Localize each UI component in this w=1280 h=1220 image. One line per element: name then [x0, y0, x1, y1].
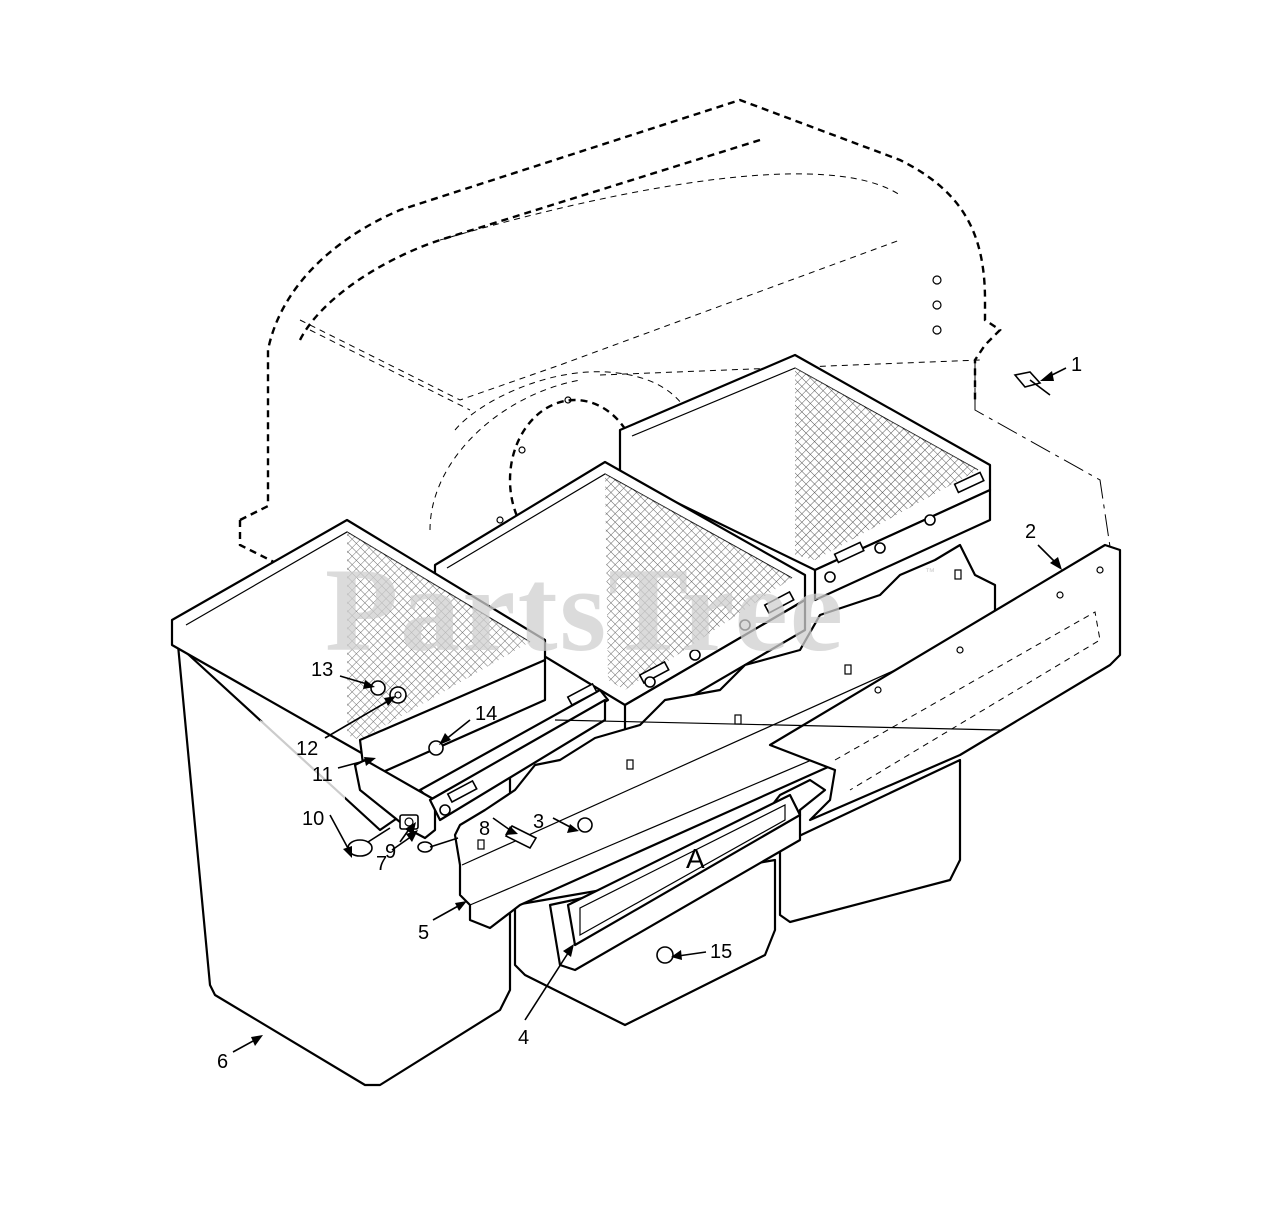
- callout-10: 10: [302, 808, 324, 830]
- callout-4: 4: [518, 1027, 529, 1049]
- callout-3: 3: [533, 811, 544, 833]
- callout-8: 8: [479, 818, 490, 840]
- callout-6: 6: [217, 1051, 228, 1073]
- callout-15: 15: [710, 941, 732, 963]
- callout-7: 7: [376, 853, 387, 875]
- callout-12: 12: [296, 738, 318, 760]
- callout-14: 14: [475, 703, 497, 725]
- part-12-washer: [389, 686, 407, 704]
- bag-left: [170, 518, 547, 1087]
- callout-9: 9: [385, 841, 396, 863]
- callout-5: 5: [418, 922, 429, 944]
- watermark-text: PartsTree: [325, 543, 845, 676]
- callout-1: 1: [1071, 354, 1082, 376]
- part-13-nut: [370, 680, 386, 696]
- callout-leaders: [232, 367, 1067, 1053]
- part-3-nut: [577, 817, 593, 833]
- callout-11: 11: [312, 764, 333, 786]
- detail-letter-a: A: [686, 843, 705, 874]
- lower-channel: [548, 719, 1001, 972]
- callout-13: 13: [311, 659, 333, 681]
- centerline-phantom: [974, 360, 1113, 561]
- watermark: PartsTree ™: [325, 543, 935, 676]
- part-15-nut: [656, 946, 674, 964]
- callout-2: 2: [1025, 521, 1036, 543]
- watermark-trademark: ™: [925, 567, 935, 578]
- part-7-screw: [417, 841, 433, 853]
- callout-labels: 1 2 3 4 5 6 7 8 9 10 11 12 13 14 15: [217, 354, 1082, 1073]
- mount-rail: [768, 543, 1122, 822]
- bag-right: [618, 353, 992, 924]
